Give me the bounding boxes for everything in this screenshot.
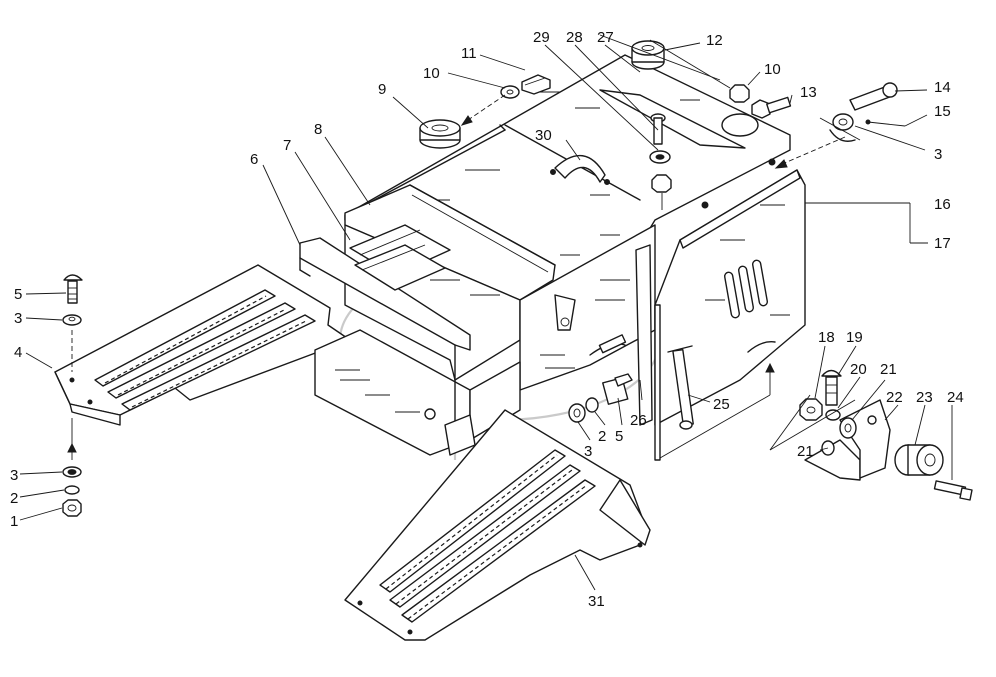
washer-2-center <box>585 397 599 413</box>
callout-labels: 1 2 3 4 3 5 6 7 8 9 10 11 29 28 27 12 10… <box>10 29 964 610</box>
callout-2: 2 <box>598 428 606 445</box>
door-bottom-edge <box>659 394 771 459</box>
nut-10-left <box>500 85 520 99</box>
callout-5: 5 <box>615 428 623 445</box>
callout-2: 2 <box>10 490 18 507</box>
rod-25 <box>667 345 694 430</box>
bolt-29 <box>650 113 666 145</box>
callout-17: 17 <box>934 235 951 252</box>
washer-3-right <box>832 113 854 131</box>
bolt-11 <box>521 74 551 95</box>
callout-6: 6 <box>250 151 258 168</box>
left-washer-3-bottom <box>62 466 82 478</box>
callout-16: 16 <box>934 196 951 213</box>
callout-3: 3 <box>584 443 592 460</box>
left-step-plate <box>54 264 351 426</box>
callout-23: 23 <box>916 389 933 406</box>
callout-21: 21 <box>880 361 897 378</box>
callout-31: 31 <box>588 593 605 610</box>
door-hinge-post <box>654 304 661 461</box>
bolt-19 <box>821 369 842 406</box>
callout-24: 24 <box>947 389 964 406</box>
callout-28: 28 <box>566 29 583 46</box>
left-lockwasher-2 <box>64 485 80 495</box>
washer-21 <box>821 417 857 456</box>
callout-4: 4 <box>14 344 22 361</box>
nut-18 <box>799 398 823 421</box>
side-door-panel <box>654 158 806 426</box>
leader-lines <box>19 34 953 591</box>
callout-5: 5 <box>14 286 22 303</box>
callout-3: 3 <box>14 310 22 327</box>
callout-10: 10 <box>423 65 440 82</box>
bolt-13 <box>751 96 792 119</box>
callout-11: 11 <box>461 45 477 62</box>
washer-28 <box>649 150 671 164</box>
washer-3-center <box>568 403 586 423</box>
cap-9 <box>419 119 461 149</box>
clamp-30 <box>550 154 610 185</box>
washer-20 <box>825 409 841 421</box>
callout-18: 18 <box>818 329 835 346</box>
pin-14 <box>849 82 898 111</box>
callout-13: 13 <box>800 84 817 101</box>
callout-29: 29 <box>533 29 550 46</box>
callout-14: 14 <box>934 79 951 96</box>
callout-12: 12 <box>706 32 723 49</box>
callout-30: 30 <box>535 127 552 144</box>
callout-10: 10 <box>764 61 781 78</box>
nut-center <box>651 174 672 193</box>
nut-10-right <box>729 84 750 103</box>
callout-25: 25 <box>713 396 730 413</box>
left-bolt-5 <box>63 274 83 304</box>
callout-20: 20 <box>850 361 867 378</box>
bushing-23 <box>894 444 944 476</box>
callout-21: 21 <box>797 443 814 460</box>
callout-19: 19 <box>846 329 863 346</box>
callout-3: 3 <box>10 467 18 484</box>
callout-3: 3 <box>934 146 942 163</box>
cover-disc <box>721 113 759 137</box>
callout-9: 9 <box>378 81 386 98</box>
callout-7: 7 <box>283 137 291 154</box>
left-washer-3-top <box>62 314 82 326</box>
cap-12 <box>631 40 665 70</box>
bolt-24 <box>933 480 973 501</box>
callout-27: 27 <box>597 29 614 46</box>
callout-15: 15 <box>934 103 951 120</box>
left-nut-1 <box>62 499 82 517</box>
front-step-plate <box>344 409 651 641</box>
battery-box-body <box>299 54 791 456</box>
callout-1: 1 <box>10 513 18 530</box>
callout-26: 26 <box>630 412 647 429</box>
callout-8: 8 <box>314 121 322 138</box>
callout-22: 22 <box>886 389 903 406</box>
